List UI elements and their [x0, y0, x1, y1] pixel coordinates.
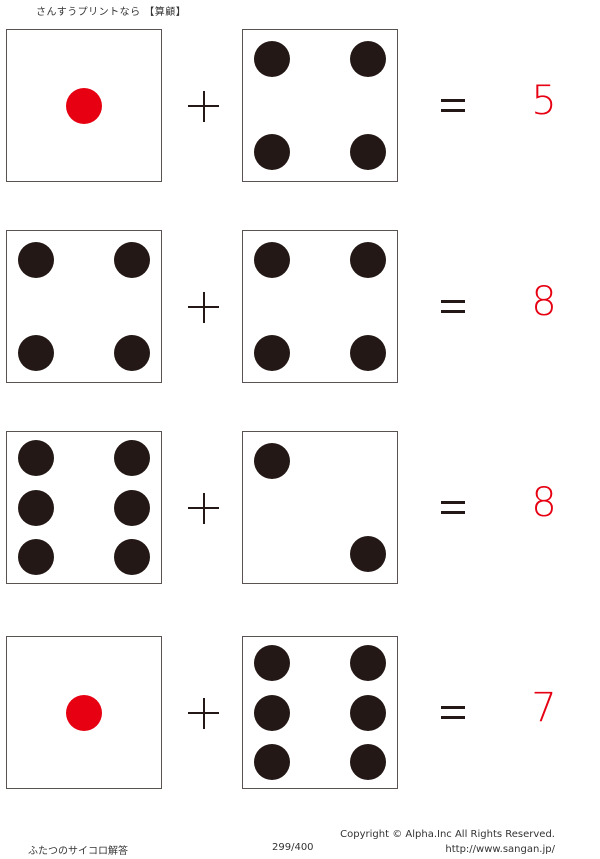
pip-dot: [254, 442, 291, 479]
pip-dot: [113, 335, 150, 372]
pip-dot: [349, 241, 386, 278]
pip-dot: [113, 241, 150, 278]
plus-sign: [188, 91, 219, 122]
worksheet-name: ふたつのサイコロ解答: [28, 846, 128, 857]
problem-row: 8: [0, 230, 600, 386]
die-right-4: [242, 230, 398, 383]
pip-dot: [254, 241, 291, 278]
pip-dot: [254, 40, 291, 77]
problem-row: 7: [0, 636, 600, 792]
die-left-1: [6, 636, 162, 789]
answer-value: 8: [531, 279, 557, 325]
equals-sign: [441, 501, 465, 514]
die-left-1: [6, 29, 162, 182]
pip-dot: [18, 241, 55, 278]
header-title: さんすうプリントなら 【算顧】: [36, 7, 187, 18]
plus-sign: [188, 292, 219, 323]
pip-dot: [254, 644, 291, 681]
pip-dot: [66, 87, 102, 124]
pip-dot: [349, 694, 386, 731]
answer-value: 8: [531, 480, 557, 526]
die-right-6: [242, 636, 398, 789]
die-left-4: [6, 230, 162, 383]
equals-sign: [441, 706, 465, 719]
copyright-text: Copyright © Alpha.Inc All Rights Reserve…: [340, 829, 555, 840]
pip-dot: [349, 335, 386, 372]
pip-dot: [254, 134, 291, 171]
pip-dot: [113, 489, 150, 526]
pip-dot: [349, 40, 386, 77]
plus-sign: [188, 698, 219, 729]
equals-sign: [441, 300, 465, 313]
pip-dot: [18, 335, 55, 372]
pip-dot: [113, 539, 150, 576]
equals-sign: [441, 99, 465, 112]
die-right-4: [242, 29, 398, 182]
answer-value: 5: [531, 78, 557, 124]
plus-sign: [188, 493, 219, 524]
pip-dot: [66, 694, 102, 731]
pip-dot: [254, 694, 291, 731]
pip-dot: [254, 744, 291, 781]
pip-dot: [254, 335, 291, 372]
pip-dot: [349, 744, 386, 781]
die-left-6: [6, 431, 162, 584]
die-right-2: [242, 431, 398, 584]
problem-row: 8: [0, 431, 600, 587]
pip-dot: [349, 134, 386, 171]
pip-dot: [349, 644, 386, 681]
answer-value: 7: [531, 685, 557, 731]
page-number: 299/400: [272, 842, 314, 853]
pip-dot: [18, 439, 55, 476]
pip-dot: [18, 539, 55, 576]
pip-dot: [18, 489, 55, 526]
pip-dot: [349, 536, 386, 573]
pip-dot: [113, 439, 150, 476]
problem-row: 5: [0, 29, 600, 185]
site-url: http://www.sangan.jp/: [445, 844, 555, 855]
